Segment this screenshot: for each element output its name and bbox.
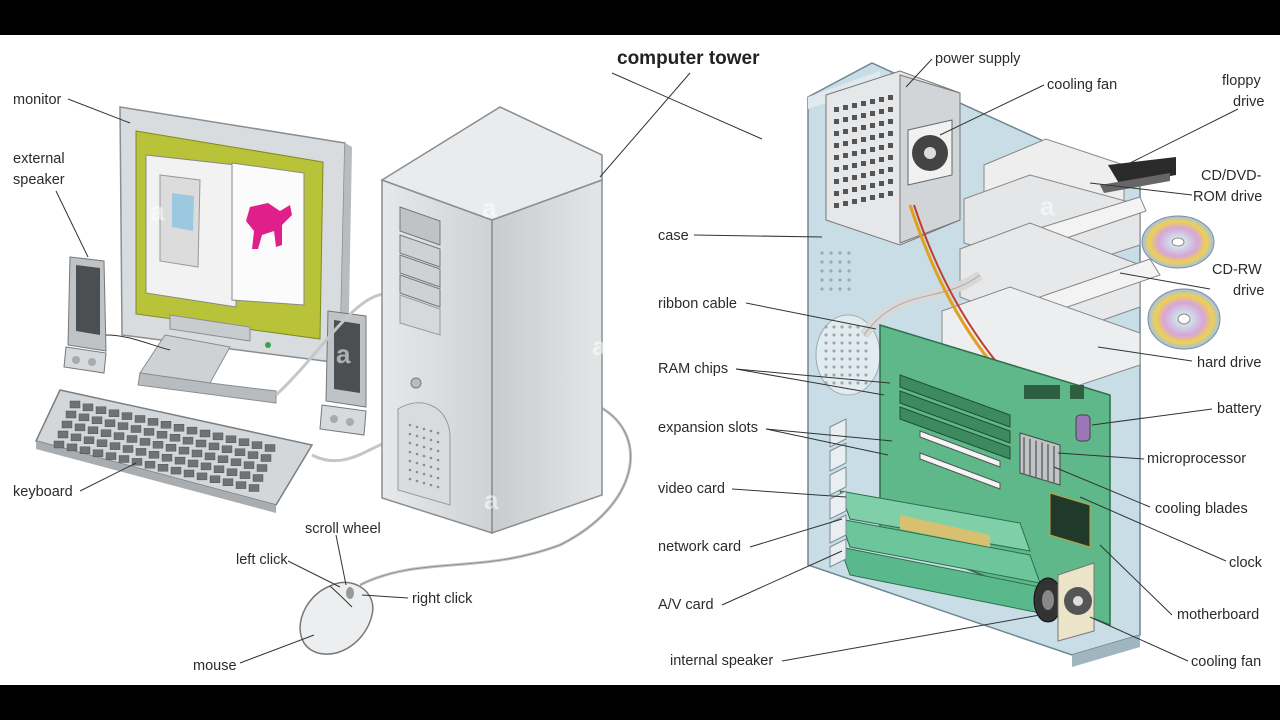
label-monitor: monitor [13, 92, 62, 108]
expansion-slots [919, 430, 1001, 490]
cooling-fan-bottom [1057, 562, 1095, 642]
tower-vent [408, 423, 440, 489]
label-cd-rw-1: CD-RW [1212, 262, 1262, 278]
label-cd-dvd-2: ROM drive [1193, 189, 1262, 205]
label-clock: clock [1229, 555, 1263, 571]
label-motherboard: motherboard [1177, 607, 1259, 623]
clock [1049, 492, 1091, 548]
label-floppy-1: floppy [1222, 73, 1261, 89]
label-cooling-fan-bottom: cooling fan [1191, 654, 1261, 670]
computer-diagram: a a a a a a compute [13, 48, 1264, 674]
keyboard-keys [53, 400, 276, 492]
title: computer tower [617, 48, 760, 69]
label-scroll-wheel: scroll wheel [305, 521, 381, 537]
watermark: a [484, 485, 499, 515]
ram-chips [899, 374, 1011, 460]
cooling-fan-top [907, 119, 953, 186]
label-cd-rw-2: drive [1233, 283, 1264, 299]
label-cooling-fan-top: cooling fan [1047, 77, 1117, 93]
label-external-speaker-2: speaker [13, 172, 65, 188]
watermark: a [1040, 191, 1055, 221]
label-battery: battery [1217, 401, 1262, 417]
label-cooling-blades: cooling blades [1155, 501, 1248, 517]
label-internal-speaker: internal speaker [670, 653, 773, 669]
external-speaker-right [319, 310, 367, 436]
label-ram-chips: RAM chips [658, 361, 728, 377]
battery [1075, 414, 1091, 442]
label-external-speaker-1: external [13, 151, 65, 167]
label-cd-dvd-1: CD/DVD- [1201, 168, 1262, 184]
label-left-click: left click [236, 552, 288, 568]
power-supply [825, 70, 961, 246]
diagram-canvas: a a a a a a compute [0, 35, 1280, 685]
microprocessor [1019, 432, 1061, 486]
computer-tower [380, 106, 603, 535]
label-expansion-slots: expansion slots [658, 420, 758, 436]
horse-image [246, 203, 292, 249]
label-mouse: mouse [193, 658, 237, 674]
label-video-card: video card [658, 481, 725, 497]
label-right-click: right click [412, 591, 473, 607]
label-case: case [658, 228, 689, 244]
label-ribbon-cable: ribbon cable [658, 296, 737, 312]
scroll-wheel [346, 587, 354, 599]
leader-lines [55, 58, 1239, 664]
label-power-supply: power supply [935, 51, 1021, 67]
watermark: a [592, 331, 607, 361]
label-keyboard: keyboard [13, 484, 73, 500]
external-speaker-left [63, 256, 107, 374]
watermark: a [150, 196, 165, 226]
monitor [119, 106, 352, 404]
label-floppy-2: drive [1233, 94, 1264, 110]
keyboard [34, 389, 314, 513]
watermark: a [336, 339, 351, 369]
label-av-card: A/V card [658, 597, 714, 613]
label-hard-drive: hard drive [1197, 355, 1261, 371]
internal-speaker [1033, 577, 1063, 623]
label-microprocessor: microprocessor [1147, 451, 1246, 467]
mouse [299, 581, 374, 655]
label-network-card: network card [658, 539, 741, 555]
watermark: a [482, 193, 497, 223]
